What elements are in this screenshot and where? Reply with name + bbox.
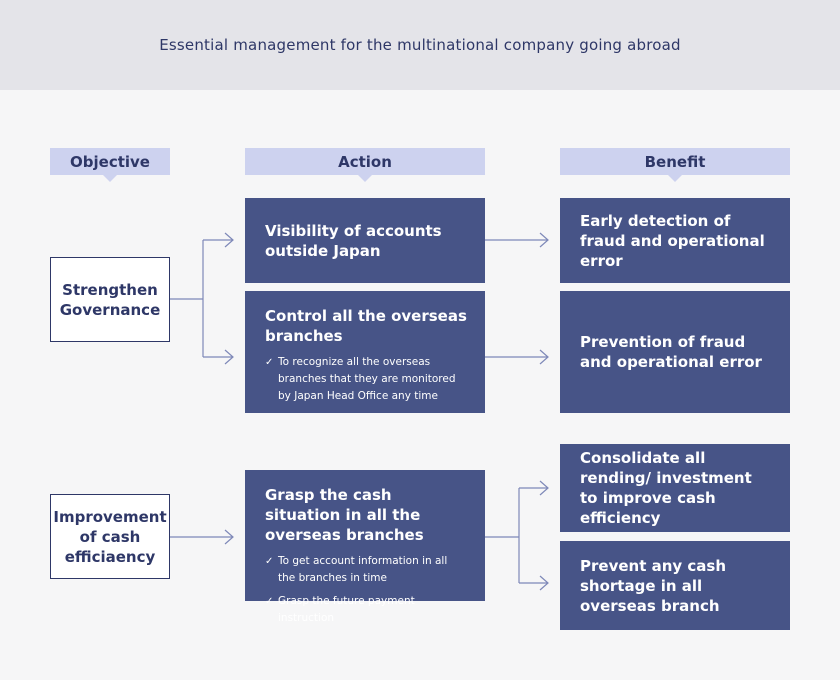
action-control-branches: Control all the overseas branches ✓ To r…	[245, 291, 485, 413]
action-title: Control all the overseas branches	[265, 307, 467, 345]
benefit-title: Early detection of fraud and operational…	[580, 211, 765, 270]
benefit-consolidate: Consolidate all rending/ investment to i…	[560, 444, 790, 532]
arrow-right-icon	[224, 529, 234, 545]
arrow-right-icon	[224, 349, 234, 365]
arrow-right-icon	[224, 232, 234, 248]
objective-strengthen-governance: Strengthen Governance	[50, 257, 170, 342]
check-icon: ✓	[265, 357, 274, 368]
benefit-title: Prevent any cash shortage in all oversea…	[580, 556, 727, 615]
bullet-text: To recognize all the overseas branches t…	[278, 356, 456, 402]
list-item: ✓ To get account information in all the …	[265, 553, 467, 587]
action-bullet-list: ✓ To get account information in all the …	[265, 553, 467, 627]
list-item: ✓ Grasp the future payment instruction	[265, 593, 467, 627]
objective-improvement-cash: Improvement of cash efficiaency	[50, 494, 170, 579]
benefit-prevent-shortage: Prevent any cash shortage in all oversea…	[560, 541, 790, 630]
header-objective: Objective	[50, 148, 170, 175]
diagram-title-banner: Essential management for the multination…	[0, 0, 840, 90]
bullet-text: Grasp the future payment instruction	[278, 595, 415, 624]
benefit-prevention: Prevention of fraud and operational erro…	[560, 291, 790, 413]
action-grasp-cash: Grasp the cash situation in all the over…	[245, 470, 485, 624]
check-icon: ✓	[265, 596, 274, 607]
action-visibility-accounts: Visibility of accounts outside Japan	[245, 198, 485, 283]
arrow-right-icon	[539, 480, 549, 496]
connector-governance-actions	[170, 239, 233, 358]
objective-label: Strengthen Governance	[59, 280, 161, 319]
benefit-title: Prevention of fraud and operational erro…	[580, 333, 762, 371]
arrow-right-icon	[539, 349, 549, 365]
arrow-right-icon	[539, 232, 549, 248]
header-action: Action	[245, 148, 485, 175]
list-item: ✓ To recognize all the overseas branches…	[265, 354, 467, 405]
benefit-early-detection: Early detection of fraud and operational…	[560, 198, 790, 283]
check-icon: ✓	[265, 556, 274, 567]
action-bullet-list: ✓ To recognize all the overseas branches…	[265, 354, 467, 405]
connector-grasp-benefits	[485, 487, 548, 584]
bullet-text: To get account information in all the br…	[278, 555, 448, 584]
diagram-title: Essential management for the multination…	[159, 36, 681, 54]
action-title: Visibility of accounts outside Japan	[265, 221, 442, 260]
objective-label: Improvement of cash efficiaency	[53, 507, 167, 566]
action-title: Grasp the cash situation in all the over…	[265, 486, 424, 544]
arrow-right-icon	[539, 575, 549, 591]
header-benefit: Benefit	[560, 148, 790, 175]
benefit-title: Consolidate all rending/ investment to i…	[580, 449, 752, 527]
